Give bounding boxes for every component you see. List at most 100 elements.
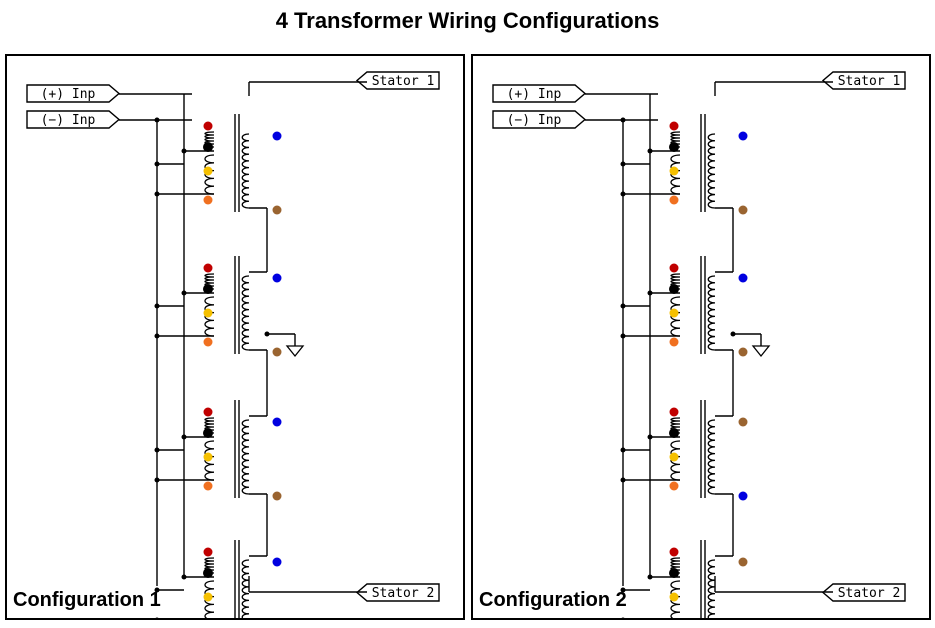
blue-lead [738,273,748,283]
input-negative-label-text: (−) Inp [507,113,562,128]
primary-coil [204,296,215,337]
stator-1-label-text: Stator 1 [372,74,435,89]
red-lead [203,547,213,557]
red-lead [203,121,213,131]
brown-lead [738,347,748,357]
transformer-3 [154,400,282,557]
blue-lead [272,417,282,427]
input-positive-label [492,84,587,103]
brown-lead [738,557,748,567]
junction [647,290,653,296]
black-lead [669,142,679,152]
primary-coil [204,440,215,481]
secondary-coil [707,419,716,495]
secondary-coil [241,559,250,618]
secondary-coil [241,133,250,209]
input-positive-label-text: (+) Inp [507,87,562,102]
page-title: 4 Transformer Wiring Configurations [275,8,660,33]
black-lead [669,428,679,438]
black-lead [203,284,213,294]
input-negative-label [492,110,587,129]
blue-lead [738,131,748,141]
brown-lead [738,417,748,427]
secondary-coil [707,559,716,618]
transformer-3 [620,400,748,557]
junction [620,117,626,123]
orange-lead [669,195,679,205]
black-lead [203,142,213,152]
transformer-4 [154,540,282,618]
junction [154,333,160,339]
blue-lead [272,273,282,283]
junction [181,574,187,580]
red-lead [203,263,213,273]
red-lead [669,121,679,131]
junction [620,333,626,339]
blue-lead [272,557,282,567]
yellow-lead [669,452,679,462]
yellow-lead [669,166,679,176]
stator-1-label [355,71,440,90]
configuration-caption: Configuration 2 [479,589,627,611]
junction [181,434,187,440]
secondary-coil [241,419,250,495]
orange-lead [203,481,213,491]
ground-symbol [751,345,771,358]
junction [264,331,270,337]
stator-2-label [821,583,906,602]
red-lead [203,407,213,417]
yellow-lead [203,592,213,602]
yellow-lead [669,592,679,602]
configuration-caption: Configuration 1 [13,589,161,611]
brown-lead [272,347,282,357]
transformer-1 [154,114,282,273]
ground-symbol [285,345,305,358]
black-lead [203,568,213,578]
primary-coil [670,296,681,337]
junction [647,148,653,154]
junction [154,117,160,123]
yellow-lead [203,452,213,462]
input-positive-label-text: (+) Inp [41,87,96,102]
blue-lead [272,131,282,141]
junction [154,191,160,197]
transformer-4 [620,540,748,618]
primary-coil [204,580,215,618]
junction [620,587,626,593]
junction [154,587,160,593]
junction [181,148,187,154]
input-negative-label [26,110,121,129]
blue-lead [738,491,748,501]
primary-coil [204,154,215,195]
junction [620,447,626,453]
junction [620,191,626,197]
junction [730,331,736,337]
junction [647,434,653,440]
stator-2-label-text: Stator 2 [372,586,435,601]
transformer-2 [154,256,282,417]
junction [181,290,187,296]
stator-1-label [821,71,906,90]
brown-lead [272,491,282,501]
secondary-coil [707,275,716,351]
brown-lead [272,205,282,215]
yellow-lead [203,166,213,176]
junction [154,477,160,483]
primary-coil [670,440,681,481]
stator-2-label-text: Stator 2 [838,586,901,601]
junction [647,574,653,580]
red-lead [669,263,679,273]
input-positive-label [26,84,121,103]
junction [620,161,626,167]
black-lead [669,284,679,294]
junction [154,447,160,453]
transformer-2 [620,256,748,417]
yellow-lead [669,308,679,318]
primary-coil [670,580,681,618]
stator-2-label [355,583,440,602]
yellow-lead [203,308,213,318]
